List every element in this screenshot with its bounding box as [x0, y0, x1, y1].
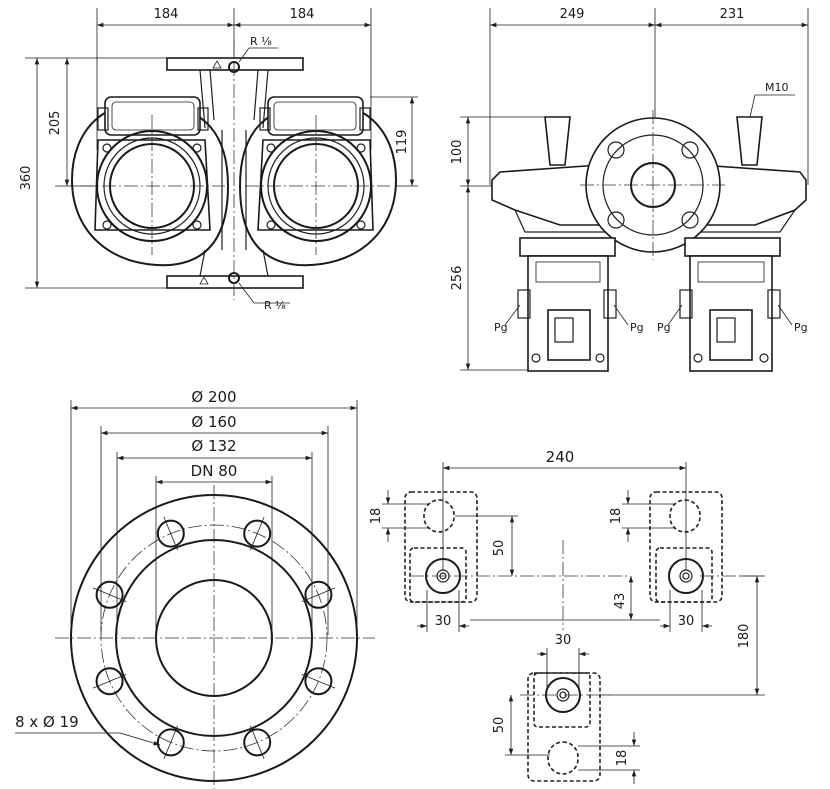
fp-dim-left-50: 50 — [492, 540, 507, 557]
dim-seal-diameter: Ø 132 — [191, 437, 236, 455]
fp-dim-bottom-30: 30 — [555, 633, 572, 648]
front-dim-205: 205 — [48, 111, 63, 136]
bolt-holes — [92, 516, 336, 760]
front-view: 184 184 360 205 119 R ¹⁄₈ R ¹⁄₈ — [19, 7, 418, 312]
footprint-view: 240 18 50 30 — [369, 448, 765, 784]
front-dim-right-184: 184 — [290, 7, 315, 22]
bolt-hole-centerline — [163, 725, 178, 760]
bolt-hole-centerline — [92, 674, 127, 689]
fp-dim-240: 240 — [546, 448, 575, 466]
left-motor — [80, 96, 225, 255]
dim-bolt-circle: Ø 160 — [191, 413, 236, 431]
fp-dim-180: 180 — [737, 624, 752, 649]
pg-label-2: Pg — [630, 321, 644, 334]
side-dim-249: 249 — [560, 7, 585, 22]
pg-label-1: Pg — [494, 321, 508, 334]
side-view: 249 231 100 256 M10 — [450, 7, 809, 372]
bolt-hole-centerline — [301, 674, 336, 689]
bolt-hole — [156, 519, 185, 548]
bolt-hole — [243, 728, 272, 757]
bolt-hole — [95, 580, 124, 609]
bolt-hole — [304, 667, 333, 696]
fp-dim-43: 43 — [613, 593, 628, 610]
side-dim-256: 256 — [450, 266, 465, 291]
bolt-hole-centerline — [250, 725, 265, 760]
bolt-hole-centerline — [301, 587, 336, 602]
bottom-port-label: R ¹⁄₈ — [264, 299, 286, 312]
footprint-left — [404, 491, 630, 603]
front-dim-left-184: 184 — [154, 7, 179, 22]
dim-holes: 8 x Ø 19 — [15, 713, 79, 731]
pg-label-3: Pg — [657, 321, 671, 334]
fp-dim-bottom-50: 50 — [492, 717, 507, 734]
bolt-hole-centerline — [92, 587, 127, 602]
front-dim-119: 119 — [395, 130, 410, 155]
side-dim-100: 100 — [450, 140, 465, 165]
pg-label-4: Pg — [794, 321, 808, 334]
bolt-hole — [243, 519, 272, 548]
fp-dim-left-18: 18 — [369, 508, 384, 525]
dim-nominal-diameter: DN 80 — [191, 462, 238, 480]
side-left-motor — [517, 237, 617, 372]
front-dim-360: 360 — [19, 166, 34, 191]
bolt-hole-centerline — [163, 516, 178, 551]
top-port-label: R ¹⁄₈ — [250, 35, 272, 48]
fp-dim-left-30: 30 — [435, 614, 452, 629]
bolt-hole — [304, 580, 333, 609]
dim-outer-diameter: Ø 200 — [191, 388, 236, 406]
fp-dim-right-30: 30 — [678, 614, 695, 629]
flange-view: Ø 200 Ø 160 Ø 132 DN 80 8 x Ø 19 — [15, 388, 375, 789]
side-dim-231: 231 — [720, 7, 745, 22]
footprint-bottom — [520, 672, 610, 782]
side-right-motor — [679, 237, 781, 372]
fp-dim-right-18: 18 — [609, 508, 624, 525]
bolt-hole-centerline — [250, 516, 265, 551]
fp-dim-bottom-18: 18 — [615, 750, 630, 767]
footprint-right — [649, 491, 765, 603]
bolt-hole — [95, 667, 124, 696]
bolt-label: M10 — [765, 81, 789, 94]
right-motor — [245, 96, 390, 255]
